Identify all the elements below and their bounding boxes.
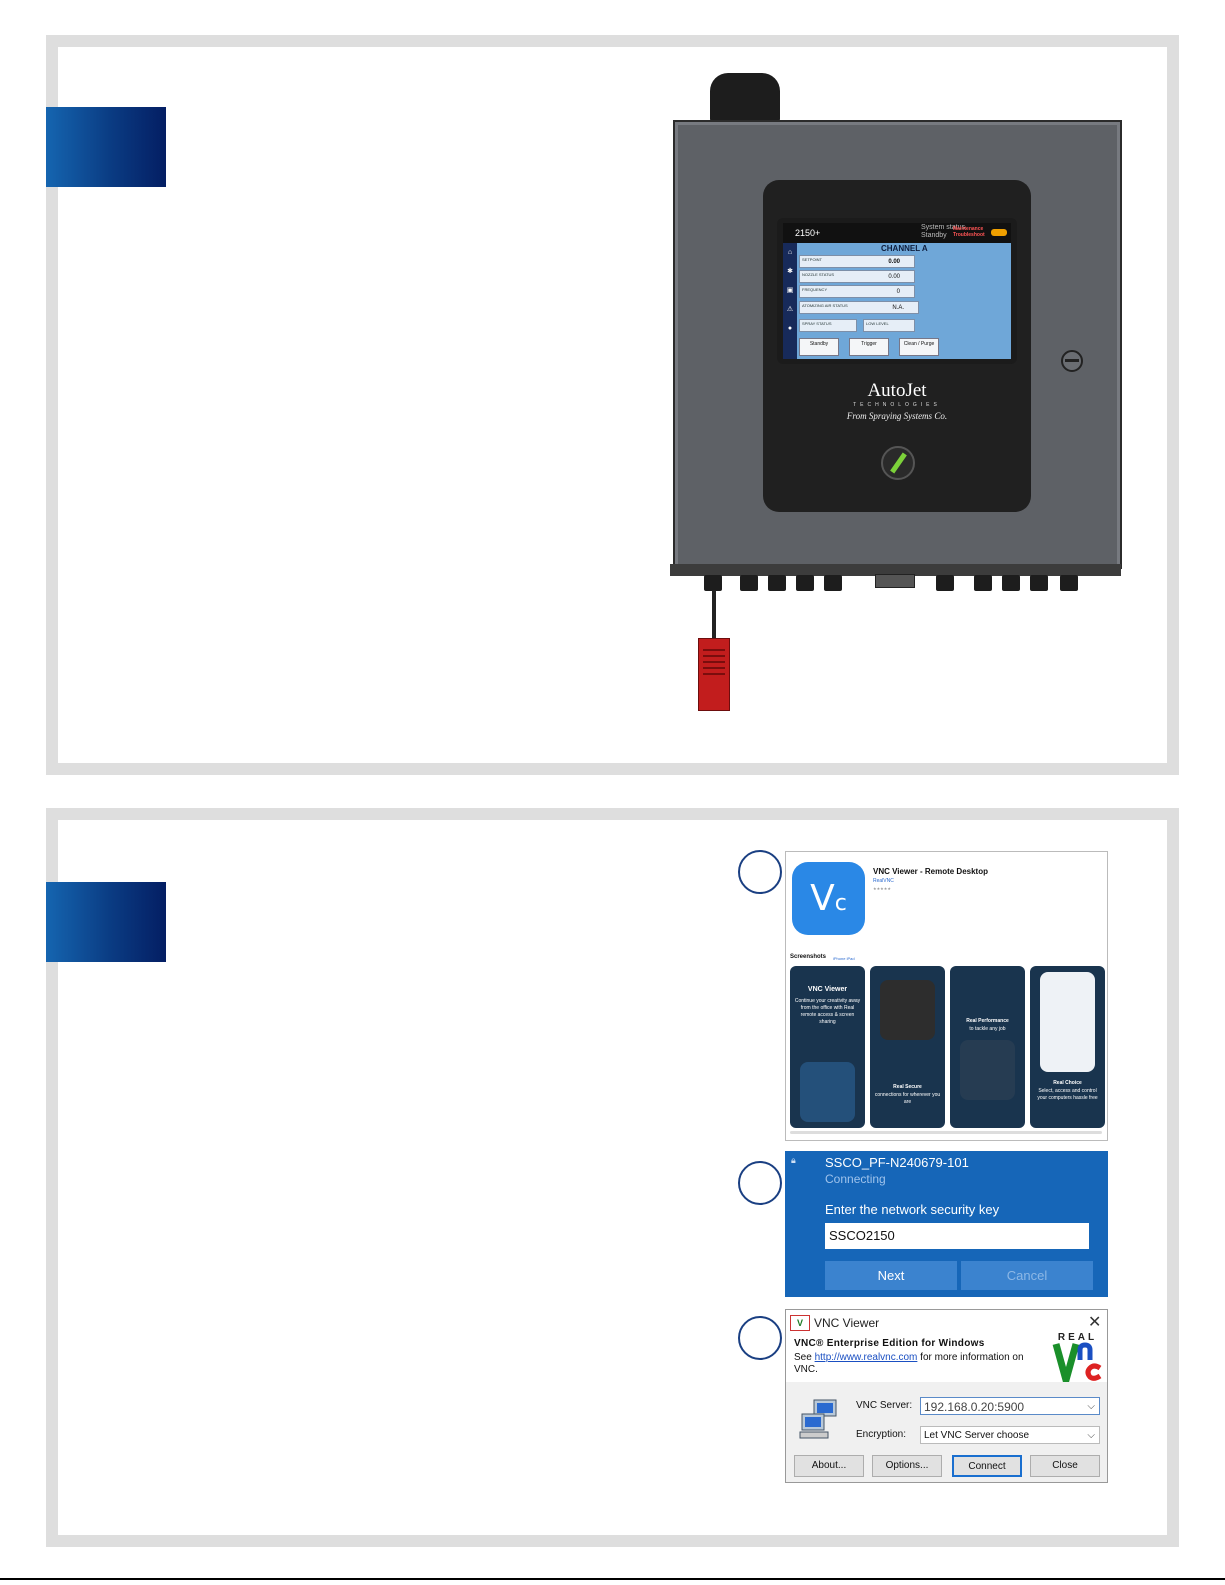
realvnc-logo-icon: [1052, 1342, 1102, 1382]
dialog-title: VNC Viewer: [814, 1316, 880, 1330]
touchscreen: 2150+ System status Standby Maintenance …: [777, 218, 1017, 364]
connector: [768, 575, 786, 591]
app-title: VNC Viewer - Remote Desktop: [873, 867, 988, 876]
connector: [740, 575, 758, 591]
connector: [1030, 575, 1048, 591]
network-ssid: SSCO_PF-N240679-101: [825, 1155, 969, 1170]
lcd-status-value: Standby: [921, 232, 947, 239]
screenshot-card[interactable]: Real Secure connections for wherever you…: [870, 966, 945, 1128]
vnc-app-icon: Vc: [792, 862, 865, 935]
power-plug-icon: [698, 638, 730, 711]
vnc-logo-icon: V: [790, 1315, 810, 1331]
chevron-down-icon[interactable]: ⌵: [1087, 1401, 1095, 1412]
dialog-header: V VNC Viewer ✕ VNC® Enterprise Edition f…: [786, 1310, 1107, 1382]
lcd-maintenance: Maintenance: [953, 226, 984, 232]
lcd-sidebar: ⌂ ✱ ▣ ⚠ ●: [783, 243, 797, 359]
close-button[interactable]: Close: [1030, 1455, 1100, 1477]
connector: [974, 575, 992, 591]
lcd-channel-title: CHANNEL A: [881, 244, 928, 253]
lcd-troubleshoot: Troubleshoot: [953, 232, 985, 238]
connector: [936, 575, 954, 591]
vnc-viewer-dialog: V VNC Viewer ✕ VNC® Enterprise Edition f…: [785, 1309, 1108, 1483]
security-key-input[interactable]: SSCO2150: [825, 1223, 1089, 1249]
lcd-alerts: Maintenance Troubleshoot: [953, 226, 985, 238]
screenshot-card[interactable]: VNC Viewer Continue your creativity away…: [790, 966, 865, 1128]
app-rating-stars-icon: ★★★★★: [873, 886, 891, 891]
options-button[interactable]: Options...: [872, 1455, 942, 1477]
lcd-spray-status: SPRAY STATUS: [799, 319, 857, 332]
power-indicator-icon: [881, 446, 915, 480]
connector: [1060, 575, 1078, 591]
gear-icon: ✱: [787, 268, 793, 275]
bottom-connector-strip: [670, 564, 1121, 576]
screenshots-heading: Screenshots: [790, 954, 827, 960]
info-text: See http://www.realvnc.com for more info…: [794, 1352, 1024, 1375]
autojet-controller-illustration: 2150+ System status Standby Maintenance …: [670, 70, 1135, 720]
security-key-prompt: Enter the network security key: [825, 1202, 1000, 1217]
secured-wifi-icon: 🔒︎: [791, 1155, 796, 1165]
lcd-clean-purge-button: Clean / Purge: [899, 338, 939, 356]
network-computers-icon: [799, 1399, 837, 1439]
horizontal-scrollbar[interactable]: [790, 1131, 1102, 1134]
realvnc-wordmark: REAL: [1057, 1332, 1098, 1343]
connect-button[interactable]: Connect: [952, 1455, 1022, 1477]
device-tabs[interactable]: iPhone iPad: [833, 956, 855, 961]
step-number-bar: [46, 882, 166, 962]
page-bottom-rule: [0, 1578, 1225, 1580]
edition-text: VNC® Enterprise Edition for Windows: [794, 1338, 985, 1349]
toolbox-icon: ▣: [786, 287, 794, 294]
lcd-status-label: System status: [921, 224, 965, 231]
connector: [796, 575, 814, 591]
autojet-tagline: TECHNOLOGIES: [853, 402, 941, 408]
connector: [824, 575, 842, 591]
chevron-down-icon[interactable]: ⌵: [1087, 1430, 1095, 1441]
about-button[interactable]: About...: [794, 1455, 864, 1477]
lcd-model: 2150+: [795, 228, 821, 238]
step-number-bar: [46, 107, 166, 187]
power-cable: [712, 590, 716, 640]
lcd-low-level: LOW LEVEL: [863, 319, 915, 332]
callout-circle-3: [738, 1316, 782, 1360]
autojet-from-text: From Spraying Systems Co.: [846, 411, 948, 421]
connection-state: Connecting: [825, 1172, 886, 1186]
connector: [1002, 575, 1020, 591]
vnc-server-input[interactable]: 192.168.0.20:5900⌵: [920, 1397, 1100, 1415]
screenshot-card[interactable]: Real Performance to tackle any job: [950, 966, 1025, 1128]
wifi-connect-screenshot: 🔒︎ SSCO_PF-N240679-101 Connecting Enter …: [785, 1151, 1108, 1297]
connector: [704, 575, 722, 591]
lcd-system-status: System status Standby: [921, 224, 965, 240]
cancel-button[interactable]: Cancel: [961, 1261, 1093, 1290]
d-sub-port: [875, 574, 915, 588]
autojet-logo: AutoJet: [867, 380, 927, 401]
callout-circle-1: [738, 850, 782, 894]
next-button[interactable]: Next: [825, 1261, 957, 1290]
lock-screw-icon: [1061, 350, 1083, 372]
app-store-screenshot: Vc VNC Viewer - Remote Desktop RealVNC ★…: [785, 851, 1108, 1141]
warning-icon: ⚠: [786, 306, 794, 313]
app-developer: RealVNC: [873, 878, 894, 884]
lcd-header: 2150+ System status Standby Maintenance …: [783, 223, 1011, 243]
screenshot-card[interactable]: Real Choice Select, access and control y…: [1030, 966, 1105, 1128]
realvnc-link[interactable]: http://www.realvnc.com: [814, 1352, 918, 1363]
lcd-standby-button: Standby: [799, 338, 839, 356]
controller-enclosure: 2150+ System status Standby Maintenance …: [673, 120, 1122, 569]
encryption-label: Encryption:: [856, 1429, 907, 1440]
close-icon[interactable]: ✕: [1088, 1314, 1102, 1331]
home-icon: ⌂: [787, 249, 793, 256]
users-icon: ●: [787, 325, 793, 332]
callout-circle-2: [738, 1161, 782, 1205]
antenna-cap: [710, 73, 780, 123]
lcd-display: 2150+ System status Standby Maintenance …: [783, 223, 1011, 359]
lcd-alert-badge: [991, 229, 1007, 236]
encryption-select[interactable]: Let VNC Server choose⌵: [920, 1426, 1100, 1444]
front-bezel: 2150+ System status Standby Maintenance …: [763, 180, 1031, 512]
vnc-server-label: VNC Server:: [856, 1400, 913, 1411]
lcd-trigger-button: Trigger: [849, 338, 889, 356]
